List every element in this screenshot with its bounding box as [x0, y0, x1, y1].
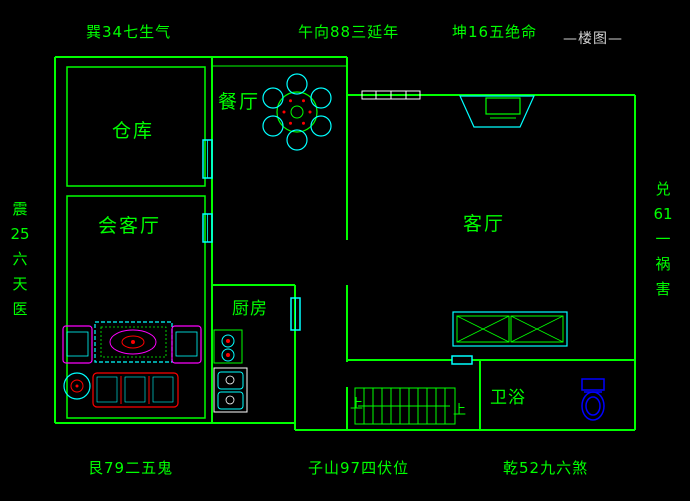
armchair-right-symbol — [171, 325, 202, 364]
stairs-up-label-right: 上 — [453, 403, 467, 418]
room-label-bathroom: 卫浴 — [490, 388, 526, 408]
compass-label-bottom-left: 艮79二五鬼 — [88, 459, 174, 477]
room-label-kitchen: 厨房 — [232, 299, 268, 319]
compass-label-right: 兑 61 一 祸 害 — [653, 180, 673, 298]
compass-label-top-center: 午向88三延年 — [298, 23, 400, 41]
toilet-symbol — [581, 378, 605, 421]
compass-label-bottom-center: 子山97四伏位 — [308, 459, 410, 477]
room-label-dining: 餐厅 — [218, 91, 261, 113]
tv-cabinet-symbol — [459, 95, 535, 128]
compass-label-top-right: 坤16五绝命 — [452, 23, 538, 41]
side-table-symbol — [63, 372, 91, 400]
room-label-storage: 仓库 — [112, 120, 155, 142]
stairs-up-label-left: 上 — [350, 397, 364, 412]
coffee-table-rug-symbol — [94, 321, 173, 363]
window-symbols — [202, 139, 473, 365]
floor-plan-title: —楼图— — [563, 31, 623, 47]
compass-label-left: 震 25 六 天 医 — [10, 200, 30, 318]
room-label-living: 客厅 — [463, 213, 506, 235]
armchair-left-symbol — [62, 325, 93, 364]
dining-table-symbol — [262, 73, 332, 151]
storage-room-outline — [66, 66, 206, 187]
compass-label-top-left: 巽34七生气 — [86, 23, 172, 41]
stove-symbol — [213, 329, 243, 364]
living-room-sofa-symbol — [452, 311, 568, 347]
reception-room-outline — [66, 195, 206, 419]
sink-symbol — [213, 367, 248, 413]
compass-label-bottom-right: 乾52九六煞 — [503, 459, 589, 477]
living-room-window-symbol — [361, 90, 421, 100]
walls — [54, 56, 636, 431]
room-label-reception: 会客厅 — [98, 215, 162, 237]
stairs-symbol — [354, 387, 456, 425]
three-seat-sofa-symbol — [92, 372, 179, 408]
